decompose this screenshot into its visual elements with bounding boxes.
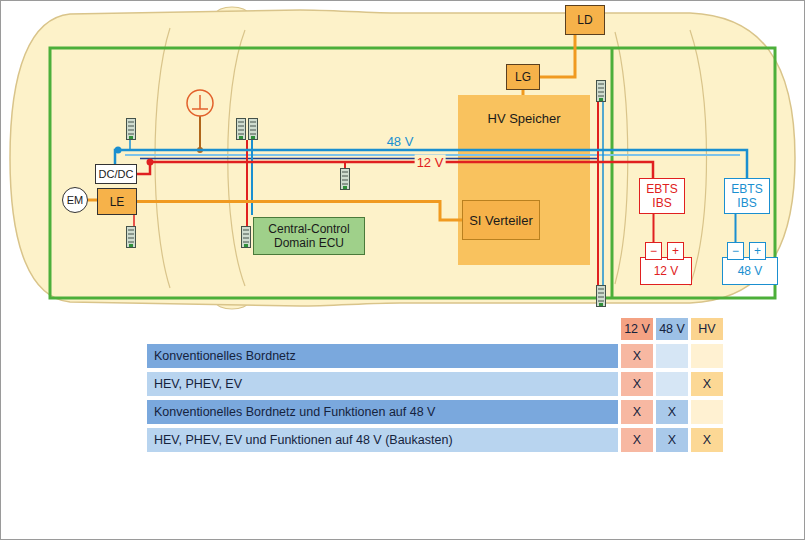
12v-wire (137, 162, 653, 178)
node-text: − (732, 244, 739, 258)
table-cell: X (621, 428, 653, 452)
sensor-box: EBTS IBS (639, 178, 685, 214)
table-cell: Konventionelles Bordnetz und Funktionen … (147, 400, 618, 424)
voltage-label: 12 V (415, 155, 446, 170)
hv-storage-area (458, 95, 590, 265)
table-grid (147, 318, 723, 452)
motor-circle: EM (62, 187, 88, 213)
node-text: LD (577, 13, 592, 27)
distributor-box: SI Verteiler (462, 200, 540, 240)
hv-wire (540, 35, 575, 77)
car-body (10, 7, 795, 309)
table-cell: 12 V (621, 318, 653, 340)
battery-box: 12 V (640, 257, 692, 285)
battery-terminal: − (727, 242, 744, 260)
charger-box: LG (506, 64, 540, 90)
node-text: − (650, 244, 657, 258)
battery-terminal: + (749, 242, 766, 260)
wiring (115, 100, 741, 290)
voltage-label: 48 V (385, 134, 416, 149)
node-text: Central-Control Domain ECU (256, 222, 362, 250)
node-text: DC/DC (99, 168, 134, 181)
battery-terminal: + (667, 242, 684, 260)
node-text: LE (110, 195, 125, 209)
node-text: HV Speicher (488, 111, 561, 126)
ground-symbol (187, 90, 213, 116)
node-text: EBTS IBS (727, 182, 767, 210)
hv-wire (522, 90, 525, 95)
communication-bus (50, 48, 775, 298)
48v-wire (735, 214, 737, 242)
node-text: EBTS IBS (642, 182, 682, 210)
node-text: 48 V (738, 264, 763, 278)
battery-terminal: − (645, 242, 662, 260)
battery-box: 48 V (722, 257, 778, 285)
table-cell: HV (691, 318, 723, 340)
table-cell: X (656, 428, 688, 452)
sensor-box: EBTS IBS (724, 178, 770, 214)
48v-wire (115, 150, 747, 178)
node-text: 12 V (654, 264, 679, 278)
table-cell: X (621, 372, 653, 396)
node-text: LG (515, 70, 531, 84)
12v-wire (653, 214, 655, 242)
node-text: + (754, 244, 761, 258)
hv-storage: HV Speicher SI Verteiler (458, 95, 590, 265)
table-cell: Konventionelles Bordnetz (147, 344, 618, 368)
ecu-box: Central-Control Domain ECU (253, 217, 365, 255)
table-cell: X (691, 372, 723, 396)
table-cell: 48 V (656, 318, 688, 340)
table-cell: HEV, PHEV, EV (147, 372, 618, 396)
hv-wire (88, 199, 97, 202)
table-cell: X (621, 344, 653, 368)
power-electronics-box: LE (97, 188, 137, 215)
table-cell: X (621, 400, 653, 424)
table-cell: HEV, PHEV, EV und Funktionen auf 48 V (B… (147, 428, 618, 452)
converter-box: DC/DC (95, 164, 137, 184)
node-text: SI Verteiler (469, 213, 533, 228)
node-text: + (672, 244, 679, 258)
table-cell: X (691, 428, 723, 452)
connector-module (127, 81, 606, 307)
node-text: EM (67, 194, 84, 207)
load-box: LD (565, 5, 605, 35)
table-cell: X (656, 400, 688, 424)
